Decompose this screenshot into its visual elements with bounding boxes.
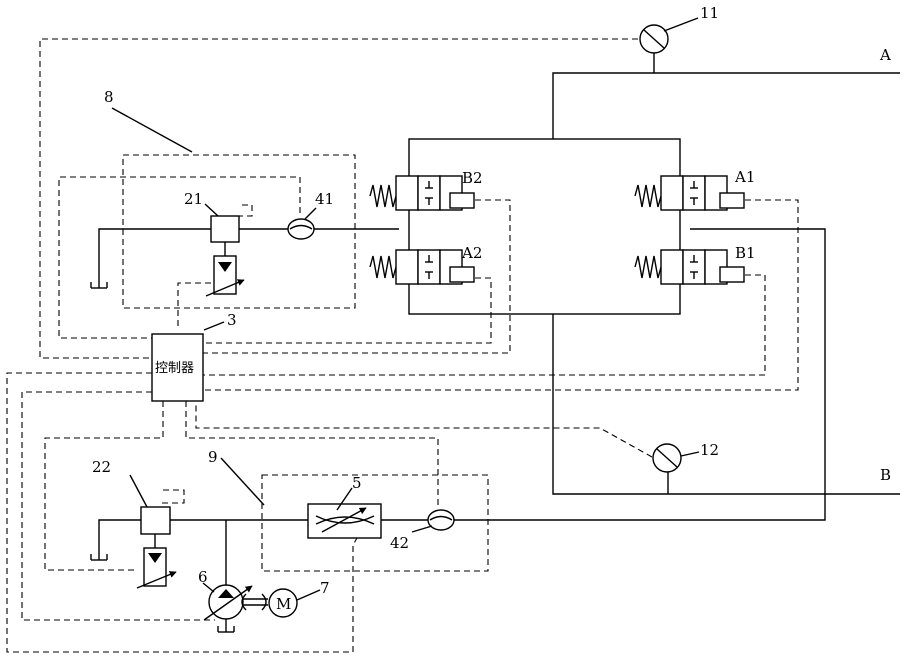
valve-b1 bbox=[635, 250, 744, 284]
flow-sensor-41 bbox=[288, 219, 314, 239]
label-11: 11 bbox=[700, 4, 719, 22]
valve-a1-label: A1 bbox=[734, 168, 755, 186]
label-5: 5 bbox=[352, 474, 362, 492]
label-12: 12 bbox=[700, 441, 719, 459]
label-8: 8 bbox=[104, 88, 114, 106]
relief-valve-21 bbox=[206, 216, 244, 296]
label-22: 22 bbox=[92, 458, 111, 476]
valve-a1 bbox=[635, 176, 744, 210]
main-block bbox=[409, 52, 900, 494]
motor-label: M bbox=[276, 595, 291, 613]
label-21: 21 bbox=[184, 190, 203, 208]
label-3: 3 bbox=[227, 311, 237, 329]
controller-label: 控制器 bbox=[155, 361, 194, 376]
flow-sensor-42 bbox=[428, 510, 454, 530]
valve-a2 bbox=[370, 250, 474, 284]
signal-lines bbox=[7, 39, 798, 652]
relief-valve-22 bbox=[137, 507, 176, 588]
label-6: 6 bbox=[198, 568, 208, 586]
valve-b1-label: B1 bbox=[735, 244, 756, 262]
label-7: 7 bbox=[320, 579, 330, 597]
pressure-gauge-11 bbox=[640, 25, 668, 53]
leader-lines bbox=[112, 18, 699, 600]
port-b-label: B bbox=[880, 466, 891, 484]
label-41: 41 bbox=[315, 190, 334, 208]
valve-a2-label: A2 bbox=[461, 244, 482, 262]
throttle-valve-5 bbox=[308, 504, 381, 538]
pump-6 bbox=[204, 585, 268, 620]
valve-b2 bbox=[370, 176, 474, 210]
pressure-gauge-12 bbox=[653, 444, 681, 472]
label-42: 42 bbox=[390, 534, 409, 552]
motor-7: M bbox=[269, 589, 297, 617]
valve-b2-label: B2 bbox=[462, 169, 483, 187]
port-a-label: A bbox=[879, 46, 891, 64]
label-9: 9 bbox=[208, 448, 218, 466]
